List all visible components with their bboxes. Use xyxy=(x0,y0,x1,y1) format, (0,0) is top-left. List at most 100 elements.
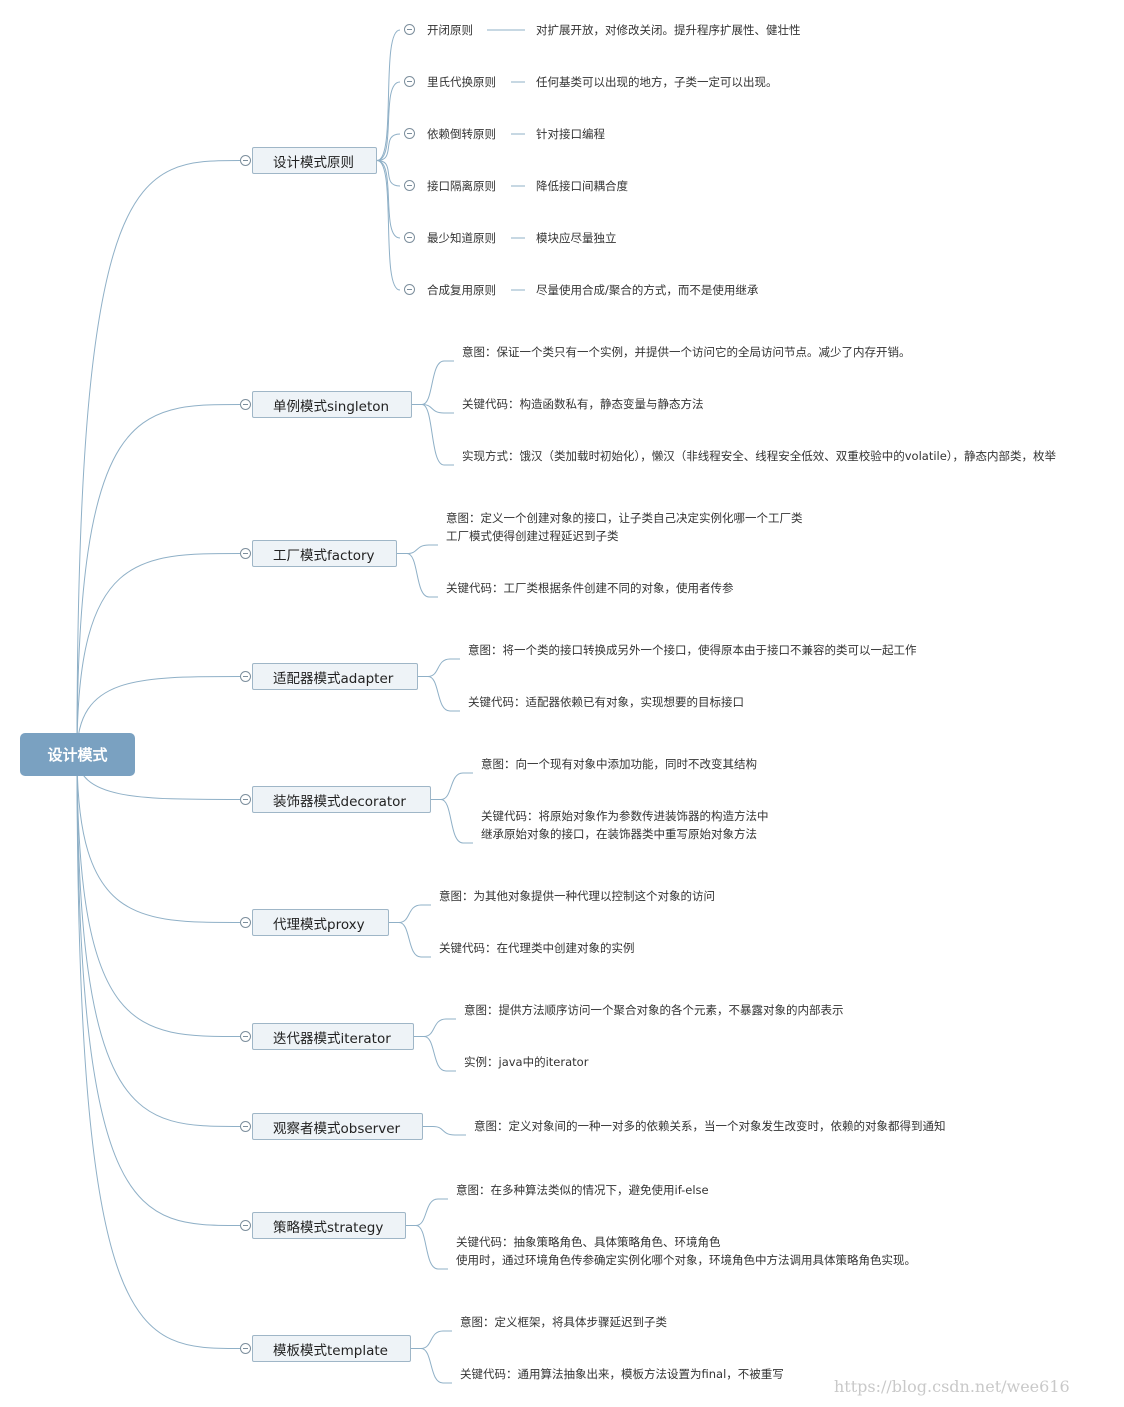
detail-line: 意图：定义一个创建对象的接口，让子类自己决定实例化哪一个工厂类 xyxy=(446,511,803,525)
collapse-category-icon[interactable] xyxy=(240,1030,251,1042)
pattern-detail: 意图：保证一个类只有一个实例，并提供一个访问它的全局访问节点。减少了内存开销。 xyxy=(462,343,911,361)
collapse-item-icon[interactable] xyxy=(404,24,415,35)
pattern-detail: 实例：java中的iterator xyxy=(464,1053,588,1071)
category-node[interactable]: 迭代器模式iterator xyxy=(252,1023,414,1050)
category-label: 迭代器模式iterator xyxy=(273,1030,391,1047)
detail-line: 合成复用原则 xyxy=(427,283,496,297)
principle-name: 开闭原则 xyxy=(427,21,473,39)
category-node[interactable]: 单例模式singleton xyxy=(252,391,412,418)
collapse-category-icon[interactable] xyxy=(240,1120,251,1132)
principle-detail: 对扩展开放，对修改关闭。提升程序扩展性、健壮性 xyxy=(536,23,801,37)
collapse-category-icon[interactable] xyxy=(240,670,251,682)
pattern-detail: 关键代码：在代理类中创建对象的实例 xyxy=(439,939,635,957)
category-to-item-link xyxy=(389,922,431,958)
category-node[interactable]: 设计模式原则 xyxy=(252,147,377,174)
collapse-item-icon[interactable] xyxy=(404,284,415,295)
category-to-item-link xyxy=(412,404,454,466)
principle-detail: 尽量使用合成/聚合的方式，而不是使用继承 xyxy=(536,283,759,297)
category-to-item-link xyxy=(411,1348,452,1384)
principle-name: 接口隔离原则 xyxy=(427,177,496,195)
category-label: 策略模式strategy xyxy=(273,1219,384,1236)
category-to-item-link xyxy=(412,404,454,414)
category-to-item-link xyxy=(376,29,401,161)
collapse-item-icon[interactable] xyxy=(404,76,415,87)
category-label: 模板模式template xyxy=(273,1342,388,1359)
watermark: https://blog.csdn.net/wee616 xyxy=(834,1377,1070,1396)
root-to-category-link xyxy=(76,753,241,1037)
category-to-item-link xyxy=(418,676,460,712)
category-node[interactable]: 策略模式strategy xyxy=(252,1212,406,1239)
root-to-category-link xyxy=(76,404,241,755)
collapse-item-icon[interactable] xyxy=(404,180,415,191)
principle-detail: 针对接口编程 xyxy=(536,127,605,141)
detail-line: 实例：java中的iterator xyxy=(464,1055,589,1069)
pattern-detail: 意图：定义一个创建对象的接口，让子类自己决定实例化哪一个工厂类工厂模式使得创建过… xyxy=(446,509,803,545)
detail-line: 工厂模式使得创建过程延迟到子类 xyxy=(446,529,619,543)
category-label: 单例模式singleton xyxy=(273,398,390,415)
detail-line: 使用时，通过环境角色传参确定实例化哪个对象，环境角色中方法调用具体策略角色实现。 xyxy=(456,1253,916,1267)
category-to-item-link xyxy=(411,1330,452,1349)
collapse-category-icon[interactable] xyxy=(240,793,251,805)
detail-line: 意图：将一个类的接口转换成另外一个接口，使得原本由于接口不兼容的类可以一起工作 xyxy=(468,643,917,657)
collapse-category-icon[interactable] xyxy=(240,398,251,410)
detail-line: 意图：在多种算法类似的情况下，避免使用if-else xyxy=(456,1183,709,1197)
root-to-category-link xyxy=(76,753,241,1127)
pattern-detail: 关键代码：适配器依赖已有对象，实现想要的目标接口 xyxy=(468,693,744,711)
root-to-category-link xyxy=(76,676,241,755)
pattern-detail: 意图：将一个类的接口转换成另外一个接口，使得原本由于接口不兼容的类可以一起工作 xyxy=(468,641,917,659)
category-node[interactable]: 装饰器模式decorator xyxy=(252,786,431,813)
detail-line: 意图：定义框架，将具体步骤延迟到子类 xyxy=(460,1315,667,1329)
category-node[interactable]: 模板模式template xyxy=(252,1335,411,1362)
category-to-item-link xyxy=(431,799,473,844)
detail-line: 意图：向一个现有对象中添加功能，同时不改变其结构 xyxy=(481,757,757,771)
principle-detail: 任何基类可以出现的地方，子类一定可以出现。 xyxy=(536,75,778,89)
category-to-item-link xyxy=(406,1198,448,1226)
pattern-detail: 意图：定义框架，将具体步骤延迟到子类 xyxy=(460,1313,667,1331)
root-to-category-link xyxy=(76,753,241,1226)
pattern-detail: 关键代码：将原始对象作为参数传进装饰器的构造方法中继承原始对象的接口，在装饰器类… xyxy=(481,807,769,843)
category-label: 代理模式proxy xyxy=(273,916,365,933)
detail-line: 最少知道原则 xyxy=(427,231,496,245)
detail-line: 意图：定义对象间的一种一对多的依赖关系，当一个对象发生改变时，依赖的对象都得到通… xyxy=(474,1119,946,1133)
category-to-item-link xyxy=(376,160,401,239)
category-to-item-link xyxy=(389,904,431,923)
detail-line: 接口隔离原则 xyxy=(427,179,496,193)
category-node[interactable]: 观察者模式observer xyxy=(252,1113,423,1140)
collapse-category-icon[interactable] xyxy=(240,1342,251,1354)
detail-line: 意图：提供方法顺序访问一个聚合对象的各个元素，不暴露对象的内部表示 xyxy=(464,1003,844,1017)
category-to-item-link xyxy=(376,160,401,187)
root-label: 设计模式 xyxy=(47,746,108,764)
detail-line: 开闭原则 xyxy=(427,23,473,37)
collapse-category-icon[interactable] xyxy=(240,154,251,166)
category-label: 装饰器模式decorator xyxy=(273,793,406,810)
detail-line: 关键代码：工厂类根据条件创建不同的对象，使用者传参 xyxy=(446,581,734,595)
pattern-detail: 关键代码：构造函数私有，静态变量与静态方法 xyxy=(462,395,704,413)
category-to-item-link xyxy=(406,1225,448,1270)
category-label: 观察者模式observer xyxy=(273,1120,401,1137)
pattern-detail: 关键代码：抽象策略角色、具体策略角色、环境角色使用时，通过环境角色传参确定实例化… xyxy=(456,1233,916,1269)
detail-line: 实现方式：饿汉（类加载时初始化），懒汉（非线程安全、线程安全低效、双重校验中的v… xyxy=(462,449,1057,463)
category-to-item-link xyxy=(414,1018,456,1037)
detail-line: 意图：保证一个类只有一个实例，并提供一个访问它的全局访问节点。减少了内存开销。 xyxy=(462,345,911,359)
detail-line: 关键代码：在代理类中创建对象的实例 xyxy=(439,941,635,955)
category-to-item-link xyxy=(376,133,401,161)
pattern-detail: 意图：提供方法顺序访问一个聚合对象的各个元素，不暴露对象的内部表示 xyxy=(464,1001,844,1019)
principle-name: 依赖倒转原则 xyxy=(427,125,496,143)
pattern-detail: 关键代码：工厂类根据条件创建不同的对象，使用者传参 xyxy=(446,579,734,597)
collapse-category-icon[interactable] xyxy=(240,1219,251,1231)
principle-name: 合成复用原则 xyxy=(427,281,496,299)
root-node[interactable]: 设计模式 xyxy=(20,733,135,776)
detail-line: 继承原始对象的接口，在装饰器类中重写原始对象方法 xyxy=(481,827,757,841)
collapse-category-icon[interactable] xyxy=(240,916,251,928)
category-to-item-link xyxy=(397,544,438,554)
category-to-item-link xyxy=(423,1126,466,1136)
collapse-item-icon[interactable] xyxy=(404,232,415,243)
detail-line: 意图：为其他对象提供一种代理以控制这个对象的访问 xyxy=(439,889,715,903)
category-node[interactable]: 代理模式proxy xyxy=(252,909,389,936)
category-node[interactable]: 工厂模式factory xyxy=(252,540,397,567)
collapse-item-icon[interactable] xyxy=(404,128,415,139)
detail-line: 关键代码：适配器依赖已有对象，实现想要的目标接口 xyxy=(468,695,744,709)
collapse-category-icon[interactable] xyxy=(240,547,251,559)
category-node[interactable]: 适配器模式adapter xyxy=(252,663,418,690)
